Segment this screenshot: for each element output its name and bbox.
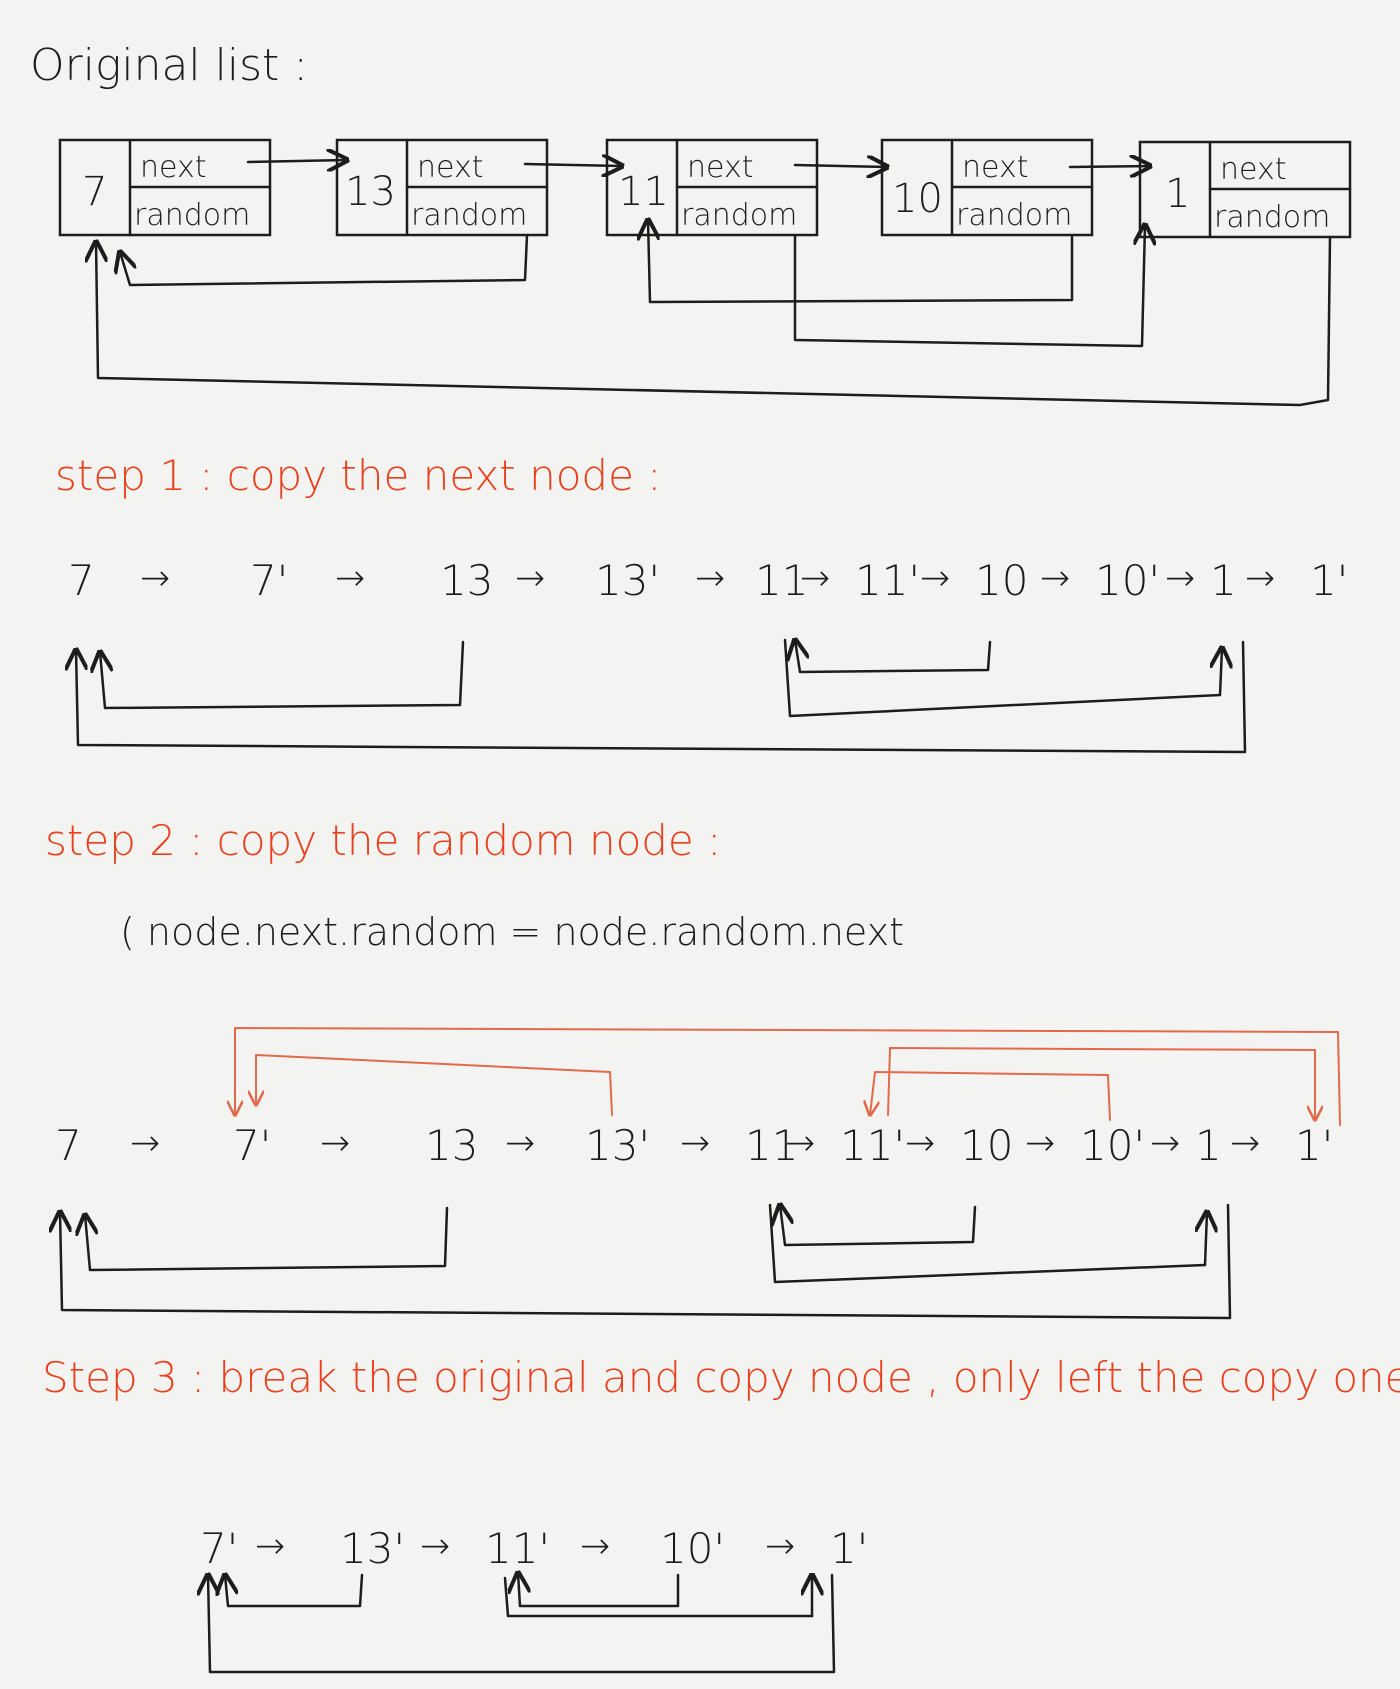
seq-node: 1': [1295, 1121, 1333, 1170]
seq-arrow: →: [680, 1123, 710, 1164]
seq-node: 1': [1310, 556, 1348, 605]
seq-arrow: →: [335, 558, 365, 599]
step2-sequence: 7 → 7' → 13 → 13' → 11 → 11' → 10 → 10' …: [55, 1027, 1341, 1320]
seq-arrow: →: [130, 1123, 160, 1164]
seq-node: 11': [840, 1121, 905, 1170]
node-value: 1: [1165, 171, 1190, 217]
step1-sequence: 7 → 7' → 13 → 13' → 11 → 11' → 10 → 10' …: [68, 556, 1348, 754]
next-field: next: [417, 150, 483, 185]
seq-node: 11': [855, 556, 920, 605]
next-field: next: [1220, 152, 1286, 187]
next-pointers: [246, 160, 1150, 167]
step3-heading: Step 3 : break the original and copy nod…: [42, 1353, 1400, 1402]
seq-node: 10': [1095, 556, 1160, 605]
seq-arrow: →: [1165, 558, 1195, 599]
copy-node: 7': [200, 1524, 238, 1573]
seq-arrow: →: [420, 1526, 450, 1567]
seq-node: 11: [755, 556, 808, 605]
seq-node: 11: [745, 1121, 798, 1170]
random-field: random: [681, 198, 797, 233]
seq-arrow: →: [1040, 558, 1070, 599]
seq-arrow: →: [1150, 1123, 1180, 1164]
seq-arrow: →: [515, 558, 545, 599]
node-13: 13 next random: [335, 138, 549, 237]
original-list-heading: Original list :: [30, 40, 308, 91]
next-field: next: [687, 150, 753, 185]
seq-arrow: →: [765, 1526, 795, 1567]
copy-node: 10': [660, 1524, 725, 1573]
random-field: random: [1214, 200, 1330, 235]
seq-arrow: →: [1230, 1123, 1260, 1164]
next-field: next: [140, 150, 206, 185]
seq-node: 13': [585, 1121, 650, 1170]
seq-arrow: →: [920, 558, 950, 599]
seq-node: 13': [595, 556, 660, 605]
seq-arrow: →: [1025, 1123, 1055, 1164]
seq-arrow: →: [785, 1123, 815, 1164]
seq-node: 7': [250, 556, 288, 605]
seq-node: 7: [68, 556, 95, 605]
random-field: random: [134, 198, 250, 233]
step3-random-pointers: [208, 1573, 836, 1674]
copy-random-pointers: [235, 1027, 1341, 1126]
seq-node: 1: [1210, 556, 1237, 605]
node-value: 10: [892, 176, 943, 222]
step1-random-pointers: [76, 640, 1247, 754]
seq-node: 10': [1080, 1121, 1145, 1170]
seq-arrow: →: [1245, 558, 1275, 599]
step2-random-pointers: [60, 1205, 1232, 1320]
seq-arrow: →: [800, 558, 830, 599]
seq-arrow: →: [695, 558, 725, 599]
node-value: 7: [82, 169, 107, 215]
seq-node: 13: [425, 1121, 478, 1170]
step2-heading: step 2 : copy the random node :: [45, 816, 721, 865]
step3-sequence: 7' → 13' → 11' → 10' → 1': [200, 1524, 868, 1674]
seq-node: 1: [1195, 1121, 1222, 1170]
seq-arrow: →: [320, 1123, 350, 1164]
node-11: 11 next random: [605, 138, 819, 237]
copy-node: 1': [830, 1524, 868, 1573]
node-7: 7 next random: [58, 138, 272, 237]
seq-arrow: →: [255, 1526, 285, 1567]
next-field: next: [962, 150, 1028, 185]
random-field: random: [411, 198, 527, 233]
node-10: 10 next random: [880, 138, 1094, 237]
seq-arrow: →: [140, 558, 170, 599]
seq-node: 7: [55, 1121, 82, 1170]
node-value: 13: [345, 169, 396, 215]
seq-node: 10: [975, 556, 1028, 605]
seq-arrow: →: [580, 1526, 610, 1567]
seq-node: 13: [440, 556, 493, 605]
step1-heading: step 1 : copy the next node :: [55, 451, 661, 500]
copy-node: 11': [485, 1524, 550, 1573]
step2-formula: ( node.next.random = node.random.next: [120, 910, 904, 954]
node-value: 11: [618, 169, 669, 215]
seq-arrow: →: [505, 1123, 535, 1164]
seq-node: 10: [960, 1121, 1013, 1170]
random-field: random: [956, 198, 1072, 233]
original-list: 7 next random 13 next random 11 next ran…: [58, 138, 1352, 407]
copy-node: 13': [340, 1524, 405, 1573]
seq-node: 7': [233, 1121, 271, 1170]
random-pointers: [96, 220, 1332, 407]
node-1: 1 next random: [1138, 140, 1352, 239]
seq-arrow: →: [905, 1123, 935, 1164]
